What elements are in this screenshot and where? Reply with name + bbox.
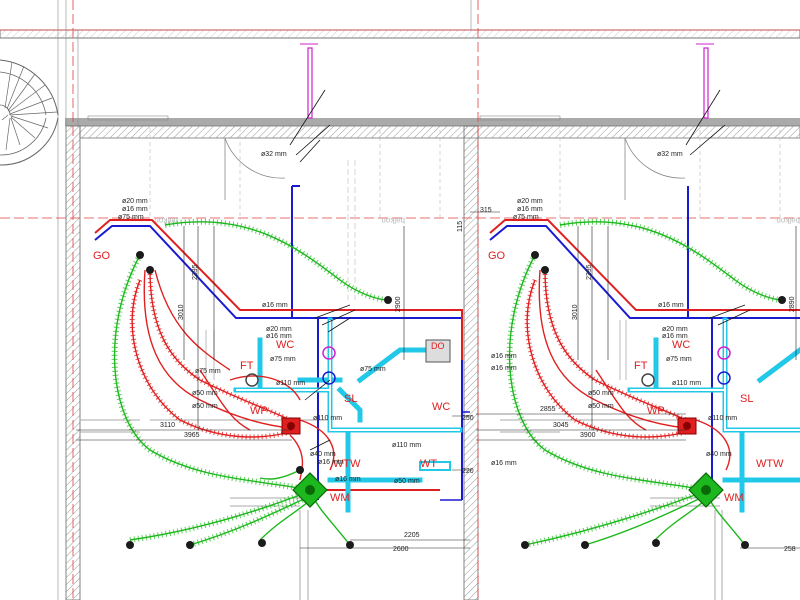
dimension-label: 220 [462, 468, 474, 475]
dimension-label: 2855 [540, 406, 556, 413]
room-label-wtw-b: WTW [756, 458, 784, 470]
floor-slab [65, 118, 800, 126]
pipe-label: ø75 mm [118, 214, 144, 221]
dimension-label: 250 [462, 415, 474, 422]
room-label-ft-b: FT [634, 360, 648, 372]
pipe-label: ø16 mm [266, 333, 292, 340]
pipe-label: ø16 mm [491, 460, 517, 467]
pipe-label: ø75 mm [360, 366, 386, 373]
unit-b-pipes [470, 89, 800, 549]
pipe-label: ø50 mm [588, 403, 614, 410]
unit-a-pipes [76, 89, 472, 549]
dimension-label: 3045 [553, 422, 569, 429]
black-fitting [245, 373, 259, 387]
pipe-label: ø32 mm [261, 151, 287, 158]
door-arc-2 [624, 137, 686, 179]
dimension-label: 3900 [580, 432, 596, 439]
pipe-label: ø32 mm [657, 151, 683, 158]
pipe-label: ø16 mm [662, 333, 688, 340]
room-label-do: DO [431, 341, 445, 351]
dimension-label: 315 [480, 207, 492, 214]
room-label-wp: WP [250, 405, 268, 417]
room-label-sl: SL [344, 393, 357, 405]
hose-end-nodes [126, 251, 392, 549]
pipe-label: ø16 mm [335, 476, 361, 483]
magenta-riser [300, 43, 714, 119]
red-heating-hoses [131, 269, 335, 481]
unit-a-labels: GO WC FT WP SL DO WC WTW WT WM ø32 mm ø2… [93, 151, 517, 553]
room-label-ft: FT [240, 360, 254, 372]
do-box [425, 339, 451, 363]
pipe-label: ø75 mm [666, 356, 692, 363]
blue-pipe-main [94, 225, 319, 500]
dimension-label: 2900 [395, 296, 402, 312]
room-label-go-b: GO [488, 250, 506, 262]
party-wall [463, 125, 479, 600]
pipe-label: ø110 mm [672, 380, 701, 387]
pipe-label: ø16 mm [517, 206, 543, 213]
pipe-label: ø50 mm [192, 403, 218, 410]
balkon-label-3: balkon [381, 216, 405, 225]
pipe-label: ø20 mm [662, 326, 688, 333]
room-label-wc: WC [276, 339, 294, 351]
balkon-label-2: balkon [776, 216, 800, 225]
pipe-label: ø75 mm [270, 356, 296, 363]
pipe-label: ø50 mm [192, 390, 218, 397]
dimension-label: 3965 [184, 432, 200, 439]
pipe-label: ø16 mm [262, 302, 288, 309]
pipe-label: ø110 mm [313, 415, 342, 422]
dimension-label: 3010 [572, 304, 579, 320]
magenta-fitting [322, 346, 336, 360]
pipe-label: ø20 mm [266, 326, 292, 333]
green-manifold [292, 472, 328, 508]
room-label-wp-b: WP [647, 405, 665, 417]
dimension-label: 3010 [178, 304, 185, 320]
room-label-sl-b: SL [740, 393, 753, 405]
pipe-label: ø16 mm [491, 365, 517, 372]
pipe-label: ø40 mm [706, 451, 732, 458]
dimension-label: 3110 [160, 422, 175, 429]
room-label-wm: WM [330, 492, 350, 504]
door-arc [224, 137, 286, 179]
red-manifold [281, 417, 301, 435]
dimension-label: 2205 [404, 532, 420, 539]
pipe-label: ø75 mm [195, 368, 221, 375]
pipe-label: ø16 mm [658, 302, 684, 309]
spiral-staircase [0, 59, 59, 166]
pipe-label: ø16 mm [491, 353, 517, 360]
dimension-label: 115 [457, 221, 464, 232]
room-label-wt: WT [420, 458, 437, 470]
dimension-label: 2395 [586, 264, 593, 280]
unit-b-labels: GO WC FT WP SL WTW WM ø32 mm ø20 mm ø16 … [457, 151, 796, 553]
pipe-label: ø16 mm [122, 206, 148, 213]
balkon-label: balkon [154, 216, 178, 225]
pipe-label: ø110 mm [708, 415, 737, 422]
room-label-wc-right: WC [432, 401, 450, 413]
room-label-wtw: WTW [333, 458, 361, 470]
red-pipe-main [94, 219, 462, 311]
room-label-go: GO [93, 250, 111, 262]
pipe-label: ø50 mm [394, 478, 420, 485]
room-label-wm-b: WM [724, 492, 744, 504]
pipe-label: ø16 mm [318, 459, 344, 466]
dimension-label: 2395 [192, 264, 199, 280]
pipe-label: ø40 mm [310, 451, 336, 458]
blue-fitting [322, 371, 336, 385]
pipe-label: ø20 mm [122, 198, 148, 205]
dimension-label: 258 [784, 546, 796, 553]
pipe-label: ø110 mm [392, 442, 421, 449]
dimension-lines [76, 226, 472, 549]
dimension-label: 2600 [393, 546, 409, 553]
dimension-label: 2890 [789, 296, 796, 312]
room-label-wc-b: WC [672, 339, 690, 351]
pipe-label: ø110 mm [276, 380, 305, 387]
pipe-label: ø75 mm [513, 214, 539, 221]
pipe-label: ø50 mm [588, 390, 614, 397]
pipe-label: ø20 mm [517, 198, 543, 205]
